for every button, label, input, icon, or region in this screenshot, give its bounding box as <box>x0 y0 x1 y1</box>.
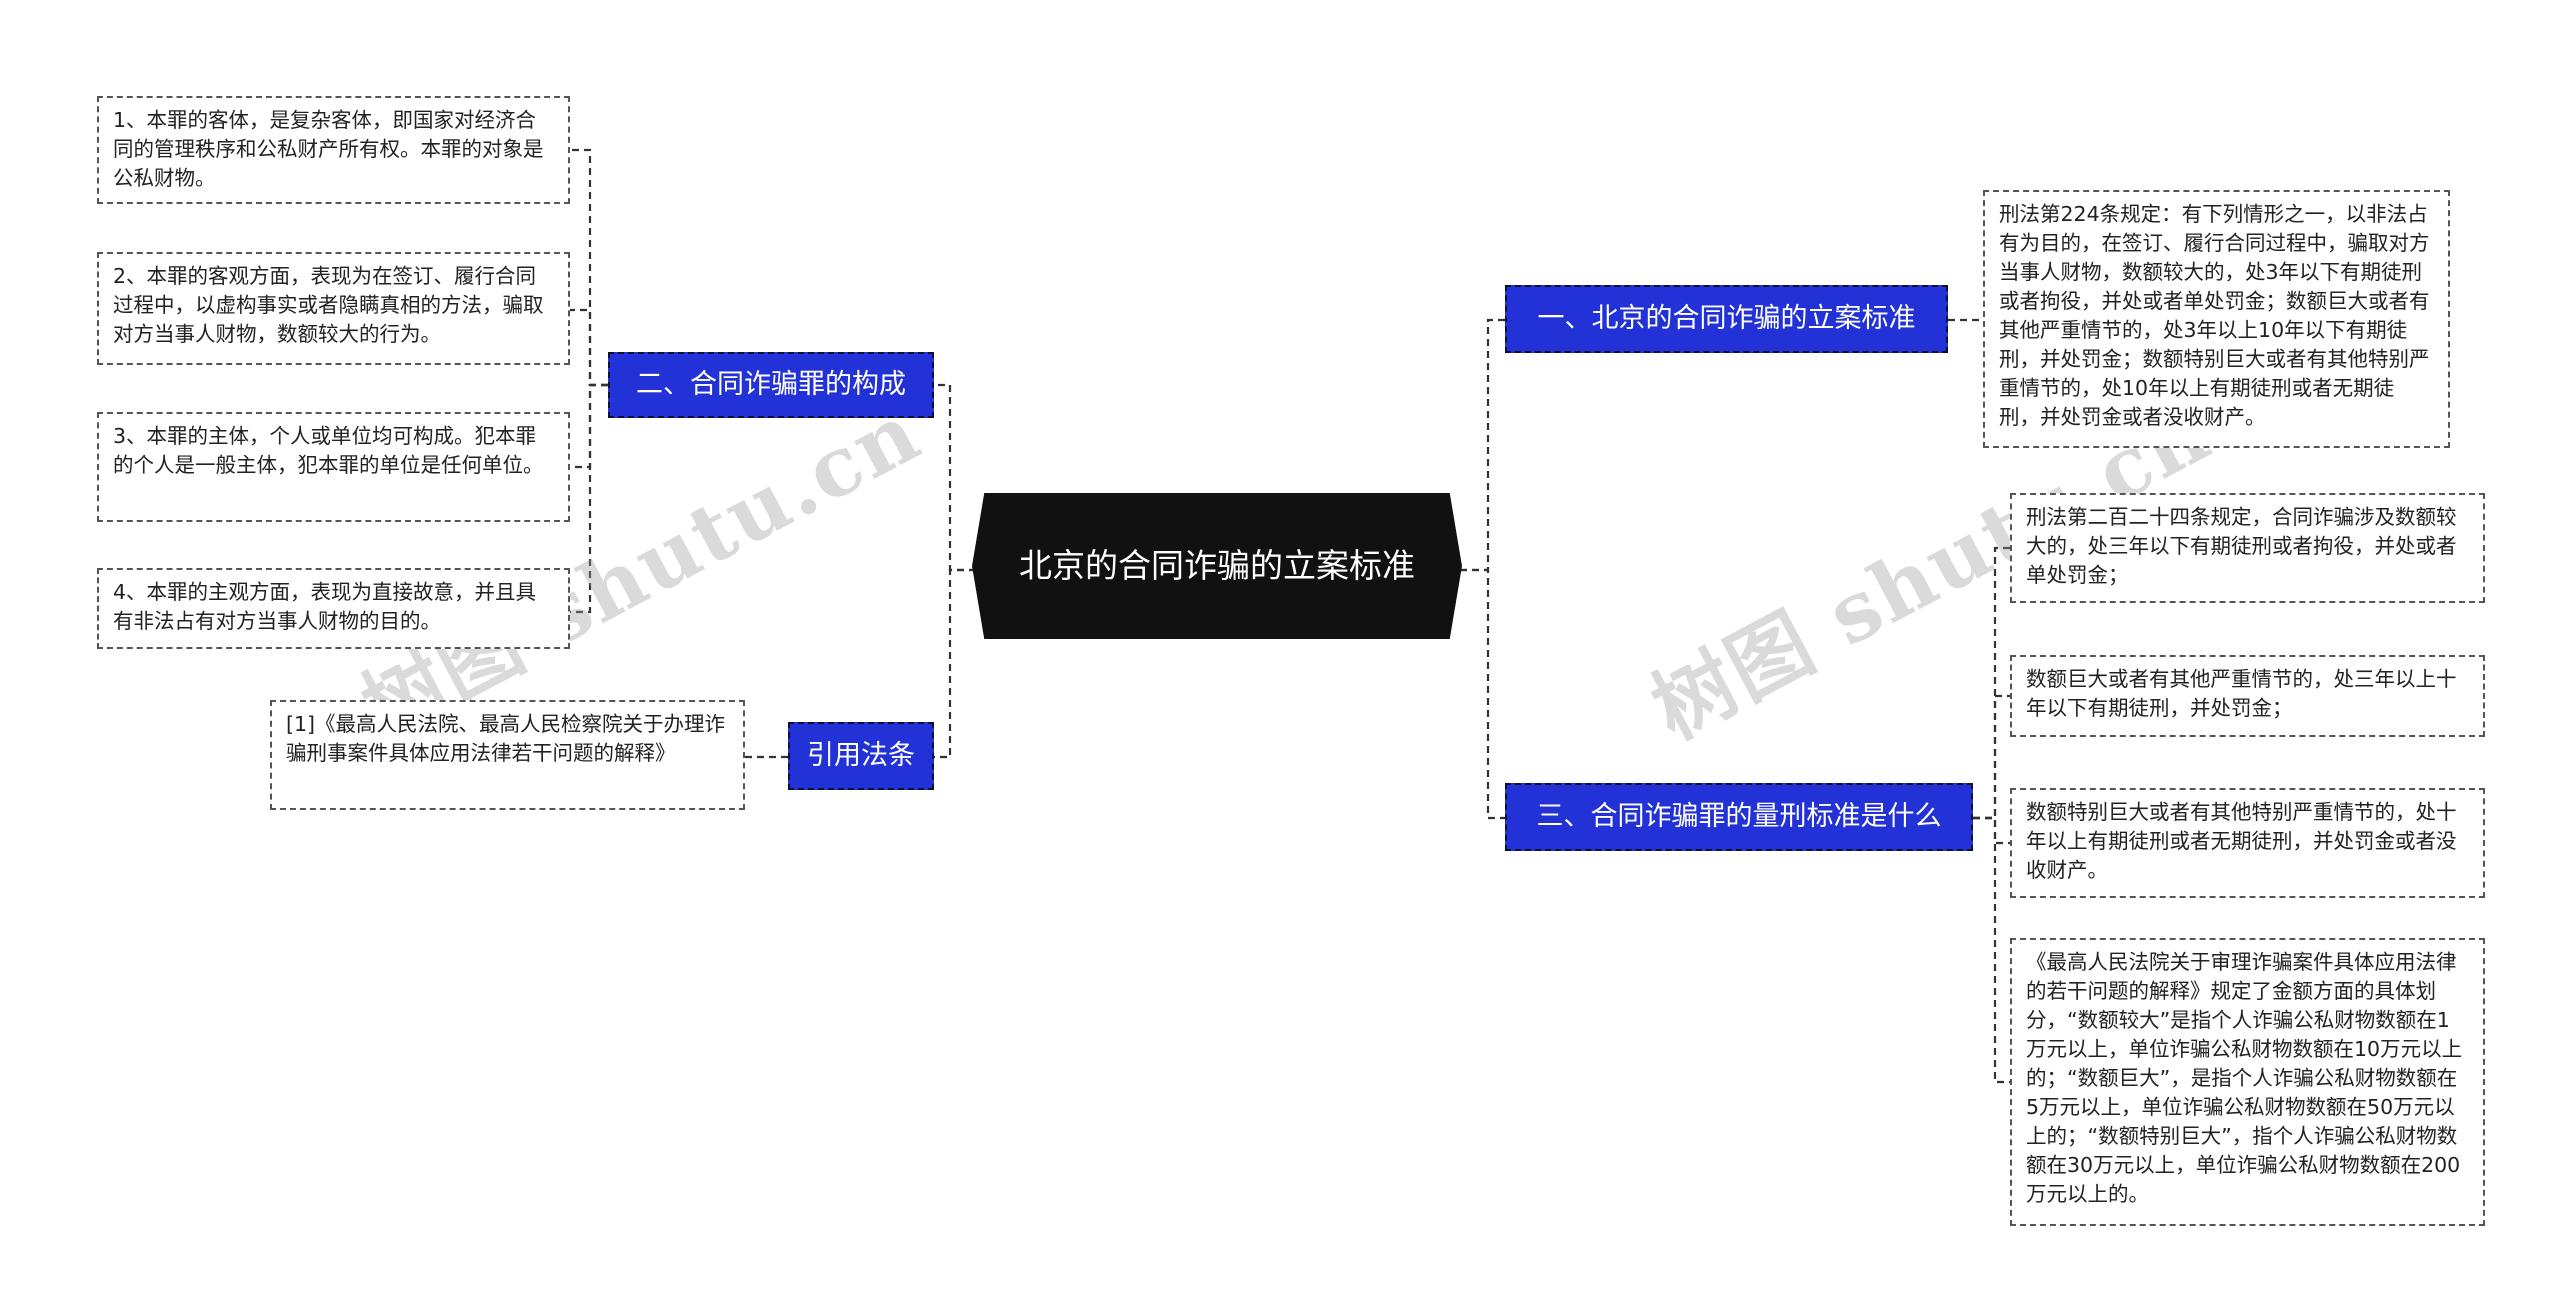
link-composition-item3 <box>570 383 608 469</box>
link-sentencing-item2 <box>1973 694 2010 820</box>
link-composition-item2 <box>570 308 608 387</box>
center-topic[interactable]: 北京的合同诈骗的立案标准 <box>972 493 1462 639</box>
sentencing-item-2[interactable]: 数额巨大或者有其他严重情节的，处三年以上十年以下有期徒刑，并处罚金； <box>2010 655 2485 737</box>
branch-citation[interactable]: 引用法条 <box>788 722 934 790</box>
branch-sentencing[interactable]: 三、合同诈骗罪的量刑标准是什么 <box>1505 783 1973 851</box>
link-center-standard <box>1460 318 1505 572</box>
sentencing-item-3[interactable]: 数额特别巨大或者有其他特别严重情节的，处十年以上有期徒刑或者无期徒刑，并处罚金或… <box>2010 788 2485 898</box>
link-sentencing-item3 <box>1973 816 2010 845</box>
branch-standard[interactable]: 一、北京的合同诈骗的立案标准 <box>1505 285 1948 353</box>
sentencing-item-1[interactable]: 刑法第二百二十四条规定，合同诈骗涉及数额较大的，处三年以下有期徒刑或者拘役，并处… <box>2010 493 2485 603</box>
composition-item-1[interactable]: 1、本罪的客体，是复杂客体，即国家对经济合同的管理秩序和公私财产所有权。本罪的对… <box>97 96 570 204</box>
link-center-sentencing <box>1460 568 1505 820</box>
link-center-citation <box>934 568 988 759</box>
link-composition-item4 <box>570 383 608 614</box>
sentencing-item-4[interactable]: 《最高人民法院关于审理诈骗案件具体应用法律的若干问题的解释》规定了金额方面的具体… <box>2010 938 2485 1226</box>
standard-item-1[interactable]: 刑法第224条规定：有下列情形之一，以非法占有为目的，在签订、履行合同过程中，骗… <box>1983 190 2450 448</box>
link-composition-item1 <box>570 148 608 387</box>
composition-item-4[interactable]: 4、本罪的主观方面，表现为直接故意，并且具有非法占有对方当事人财物的目的。 <box>97 568 570 649</box>
branch-composition[interactable]: 二、合同诈骗罪的构成 <box>608 352 934 418</box>
citation-item-1[interactable]: [1]《最高人民法院、最高人民检察院关于办理诈骗刑事案件具体应用法律若干问题的解… <box>270 700 745 810</box>
link-sentencing-item4 <box>1973 816 2010 1084</box>
link-sentencing-item1 <box>1973 546 2010 820</box>
composition-item-2[interactable]: 2、本罪的客观方面，表现为在签订、履行合同过程中，以虚构事实或者隐瞒真相的方法，… <box>97 252 570 365</box>
composition-item-3[interactable]: 3、本罪的主体，个人或单位均可构成。犯本罪的个人是一般主体，犯本罪的单位是任何单… <box>97 412 570 522</box>
